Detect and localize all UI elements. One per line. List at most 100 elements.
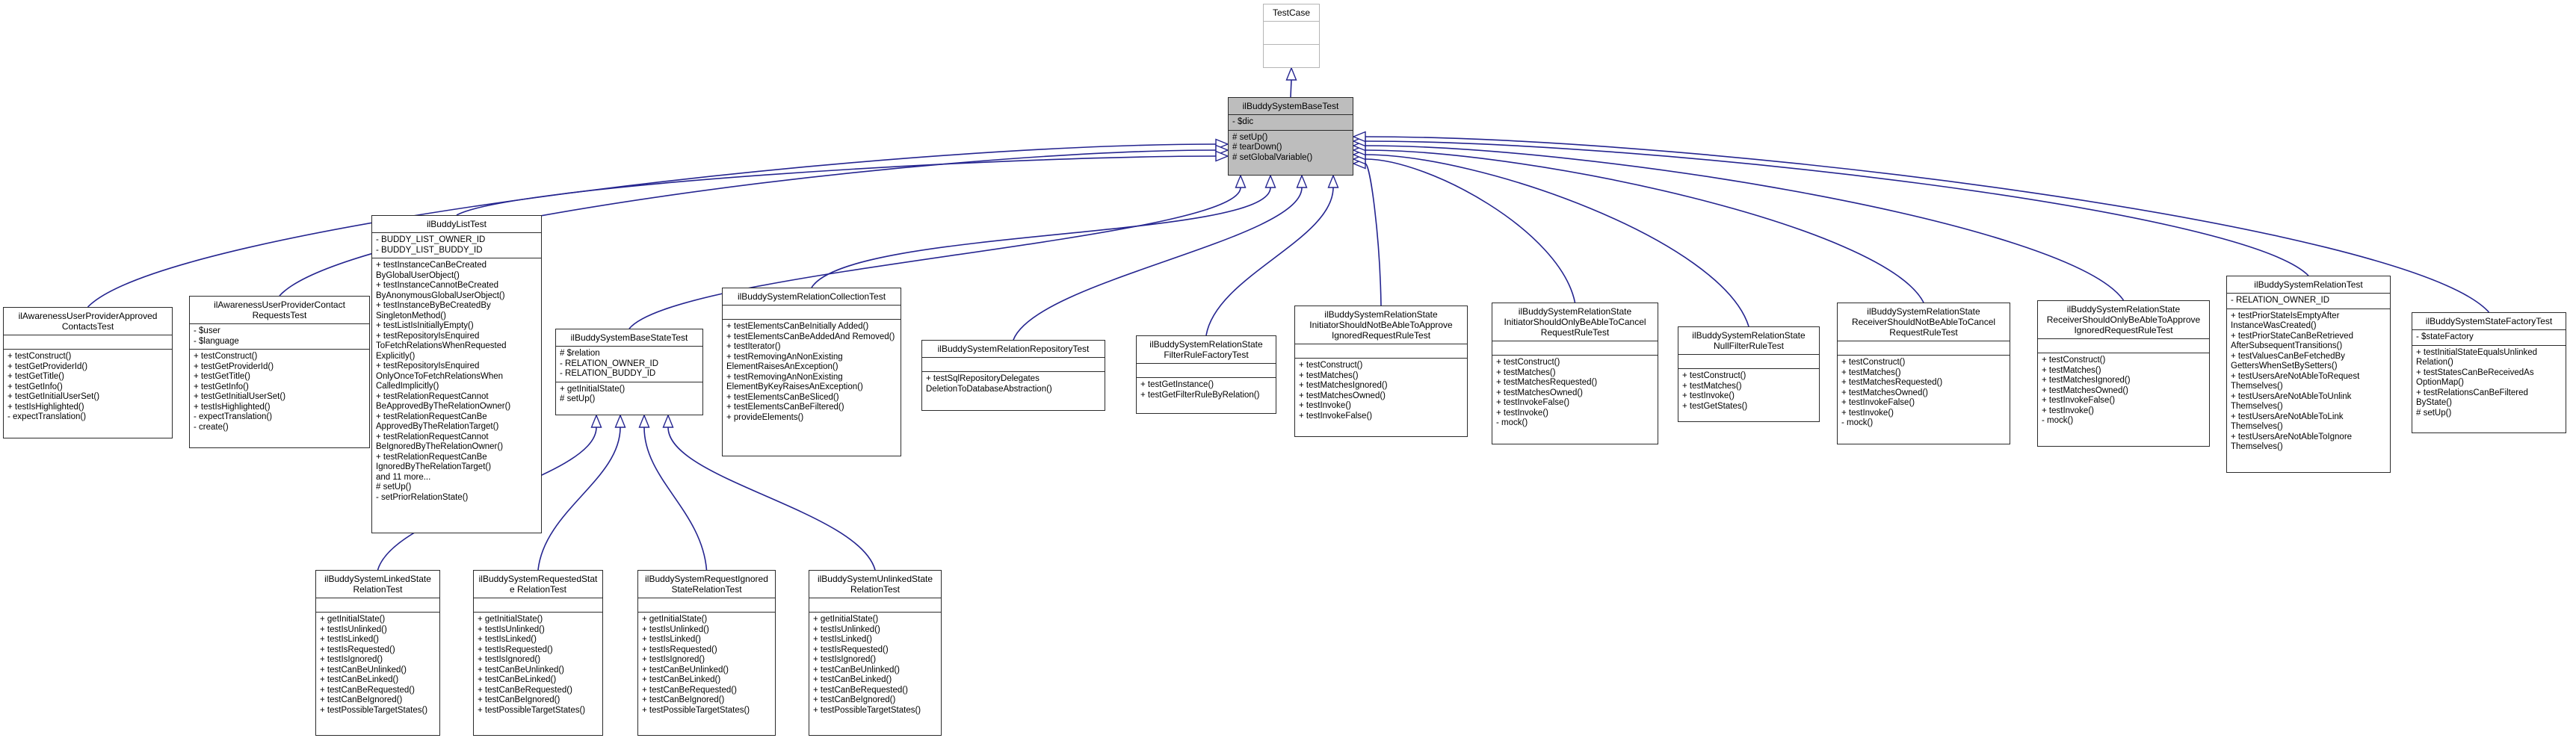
inheritance-arrowhead: [1327, 174, 1339, 188]
uml-member-line: + testUsersAreNotAbleToLink Themselves(): [2231, 412, 2344, 432]
inheritance-edge: [1365, 136, 2490, 313]
class-node-ilbuddysystemlinkedstaterelationtest[interactable]: ilBuddySystemLinkedState RelationTest + …: [315, 570, 440, 736]
uml-member-line: + testInstanceCanBeCreated ByGlobalUserO…: [376, 261, 487, 280]
uml-member-line: # setUp(): [376, 483, 412, 492]
uml-member-line: + testCanBeLinked(): [478, 675, 557, 684]
uml-member-line: + testIsRequested(): [813, 645, 889, 654]
uml-member-line: + testStatesCanBeReceivedAs OptionMap(): [2416, 368, 2534, 388]
uml-member-line: + testInvoke(): [2042, 406, 2094, 415]
uml-member-line: + testElementsCanBeInitially Added(): [726, 322, 869, 331]
uml-member-line: + testCanBeLinked(): [320, 675, 399, 684]
uml-member-line: + testIsRequested(): [320, 645, 395, 654]
class-attributes: - RELATION_OWNER_ID: [2227, 293, 2390, 309]
class-node-ilbuddysystemrelationcollectiontest[interactable]: ilBuddySystemRelationCollectionTest + te…: [722, 288, 901, 456]
inheritance-edge: [1205, 187, 1334, 336]
uml-member-line: - $dic: [1232, 117, 1254, 126]
uml-member-line: + testMatchesRequested(): [1496, 378, 1598, 387]
class-node-ilawarenessuserprovidercontactrequeststest[interactable]: ilAwarenessUserProviderContact RequestsT…: [189, 296, 370, 448]
uml-member-line: + testCanBeIgnored(): [320, 695, 403, 704]
uml-member-line: + testRelationRequestCanBe IgnoredByTheR…: [376, 452, 492, 472]
uml-member-line: + testConstruct(): [1496, 358, 1560, 367]
uml-member-line: + testPriorStateCanBeRetrieved AfterSubs…: [2231, 331, 2353, 351]
uml-member-line: + testIsUnlinked(): [642, 624, 709, 634]
class-node-ilbuddysystemrequestignoredstaterelationtest[interactable]: ilBuddySystemRequestIgnored StateRelatio…: [637, 570, 776, 736]
class-attributes: - $user- $language: [190, 323, 369, 349]
uml-member-line: + testInvokeFalse(): [1841, 398, 1915, 407]
uml-member-line: + testGetTitle(): [194, 372, 250, 381]
class-attributes: - $dic: [1229, 114, 1353, 130]
uml-member-line: + testIsUnlinked(): [320, 624, 387, 634]
uml-member-line: + testCanBeRequested(): [813, 685, 908, 695]
class-node-ilbuddylisttest[interactable]: ilBuddyListTest - BUDDY_LIST_OWNER_ID- B…: [371, 215, 542, 533]
uml-member-line: + testConstruct(): [2042, 356, 2106, 365]
uml-member-line: + testRepositoryIsEnquired ToFetchRelati…: [376, 331, 507, 361]
class-node-ilbuddysystembasestatetest[interactable]: ilBuddySystemBaseStateTest # $relation- …: [555, 329, 703, 415]
uml-member-line: + testGetInfo(): [194, 382, 249, 391]
class-node-ilbuddysystemrelationrepositorytest[interactable]: ilBuddySystemRelationRepositoryTest + te…: [921, 340, 1105, 411]
class-attributes: [1295, 344, 1467, 358]
uml-member-line: - BUDDY_LIST_OWNER_ID: [376, 235, 486, 244]
class-node-ilbuddysystembasetest[interactable]: ilBuddySystemBaseTest - $dic # setUp()# …: [1228, 97, 1353, 176]
class-node-ilbuddysystemstatefactorytest[interactable]: ilBuddySystemStateFactoryTest - $stateFa…: [2412, 312, 2566, 433]
class-title: ilBuddySystemRelationTest: [2254, 279, 2363, 290]
class-node-receivershouldonlybeabletoapproveignoredrequestruletest[interactable]: ilBuddySystemRelationState ReceiverShoul…: [2037, 300, 2210, 447]
uml-member-line: + testGetInfo(): [7, 382, 63, 391]
uml-member-line: + testCanBeLinked(): [642, 675, 721, 684]
inheritance-arrowhead: [614, 414, 626, 428]
class-title: ilBuddySystemRelationCollectionTest: [737, 291, 886, 302]
class-node-testcase[interactable]: TestCase: [1263, 4, 1320, 68]
class-node-ilbuddysystemunlinkedstaterelationtest[interactable]: ilBuddySystemUnlinkedState RelationTest …: [809, 570, 942, 736]
class-title: ilBuddyListTest: [426, 219, 487, 229]
class-node-ilbuddysystemrelationtest[interactable]: ilBuddySystemRelationTest - RELATION_OWN…: [2226, 276, 2391, 473]
class-title: ilBuddySystemRelationState InitiatorShou…: [1504, 306, 1646, 338]
class-attributes: [809, 598, 941, 612]
class-title: ilBuddySystemRelationRepositoryTest: [937, 344, 1090, 354]
uml-member-line: # setUp(): [1232, 132, 1268, 142]
uml-member-line: + testConstruct(): [1682, 371, 1746, 380]
class-attributes: [1838, 341, 2010, 355]
class-attributes: - $stateFactory: [2412, 329, 2566, 345]
inheritance-edge: [667, 427, 876, 571]
uml-member-line: - $user: [194, 326, 220, 335]
uml-member-line: + testCanBeUnlinked(): [478, 665, 565, 675]
uml-member-line: + testCanBeIgnored(): [642, 695, 725, 704]
class-node-receivershouldnotbeabletocancelrequestruletest[interactable]: ilBuddySystemRelationState ReceiverShoul…: [1837, 303, 2010, 444]
class-node-ilawarenessuserproviderapprovedcontactstest[interactable]: ilAwarenessUserProviderApproved Contacts…: [3, 307, 173, 438]
class-node-initiatorshouldnotbeabletoapproveignoredrequestruletest[interactable]: ilBuddySystemRelationState InitiatorShou…: [1294, 306, 1468, 437]
uml-member-line: + getInitialState(): [560, 384, 626, 394]
uml-member-line: + testInvoke(): [1841, 408, 1894, 418]
class-attributes: [474, 598, 602, 612]
inheritance-edge: [87, 143, 1217, 308]
uml-member-line: + testElementsCanBeFiltered(): [726, 403, 844, 412]
uml-member-line: + testMatchesIgnored(): [1299, 381, 1388, 390]
uml-member-line: - mock(): [1496, 418, 1528, 427]
class-methods: + testInstanceCanBeCreated ByGlobalUserO…: [372, 258, 541, 533]
uml-member-line: + testIterator(): [726, 342, 781, 351]
inheritance-edge: [1365, 154, 1749, 327]
uml-member-line: - setPriorRelationState(): [376, 492, 469, 502]
uml-member-line: - RELATION_OWNER_ID: [560, 359, 659, 368]
uml-member-line: + testCanBeLinked(): [813, 675, 892, 684]
uml-member-line: - RELATION_BUDDY_ID: [560, 369, 656, 378]
uml-member-line: + testRelationRequestCannot BeIgnoredByT…: [376, 432, 504, 452]
class-attributes: [2038, 338, 2209, 353]
uml-member-line: # setGlobalVariable(): [1232, 152, 1313, 162]
class-title: ilBuddySystemStateFactoryTest: [2425, 316, 2553, 326]
class-attributes: [4, 335, 172, 349]
inheritance-edge: [1365, 145, 2125, 301]
uml-member-line: + testIsUnlinked(): [478, 624, 545, 634]
uml-member-line: + testMatchesOwned(): [2042, 385, 2129, 395]
class-node-ilbuddysystemrelationstatefilterrulefactorytest[interactable]: ilBuddySystemRelationState FilterRuleFac…: [1136, 335, 1276, 414]
uml-member-line: + testCanBeUnlinked(): [320, 665, 407, 675]
uml-member-line: + testValuesCanBeFetchedBy GettersWhenSe…: [2231, 351, 2345, 371]
uml-member-line: + testCanBeUnlinked(): [642, 665, 729, 675]
uml-member-line: + testSqlRepositoryDelegates DeletionToD…: [926, 374, 1052, 394]
inheritance-arrowhead: [1296, 174, 1308, 188]
class-title: ilBuddySystemRelationState ReceiverShoul…: [1851, 306, 1996, 338]
class-node-initiatorshouldonlybeabletocancelrequestruletest[interactable]: ilBuddySystemRelationState InitiatorShou…: [1492, 303, 1658, 444]
class-node-ilbuddysystemrelationstatenullfilterruletest[interactable]: ilBuddySystemRelationState NullFilterRul…: [1678, 326, 1820, 422]
class-node-ilbuddysystemrequestedstaterelationtest[interactable]: ilBuddySystemRequestedState RelationTest…: [473, 570, 603, 736]
uml-member-line: + testCanBeUnlinked(): [813, 665, 901, 675]
class-title: ilBuddySystemLinkedState RelationTest: [324, 574, 431, 595]
